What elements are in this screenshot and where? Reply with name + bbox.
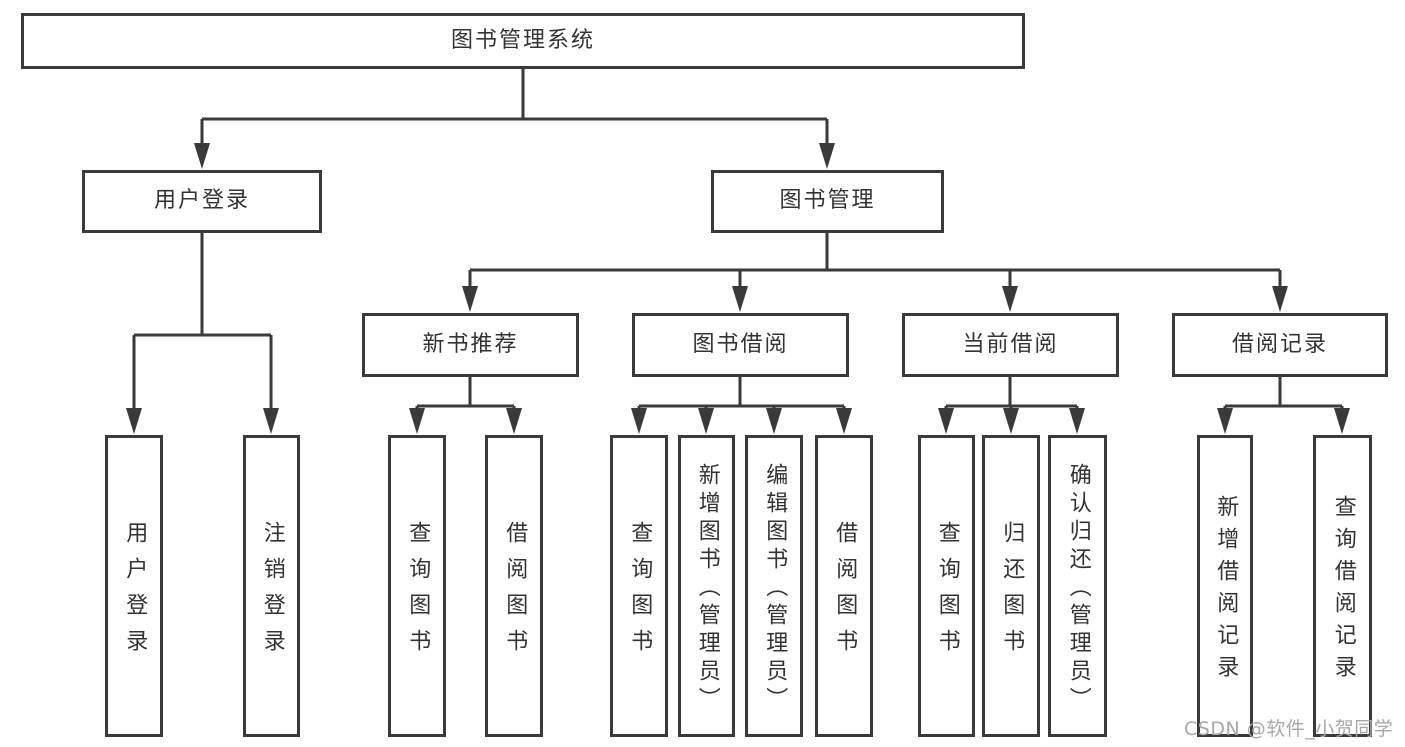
leaf-query-books-borrow-label: 查询图书 xyxy=(627,521,653,665)
arrowhead xyxy=(506,408,522,434)
leaf-query-books-current-label: 查询图书 xyxy=(934,521,960,665)
arrowhead xyxy=(631,408,647,434)
arrowhead xyxy=(1003,408,1019,434)
node-root: 图书管理系统 xyxy=(21,13,1025,69)
node-new-book-recommend: 新书推荐 xyxy=(362,313,579,377)
node-book-borrow-label: 图书借阅 xyxy=(692,331,789,357)
leaf-query-books-recommend: 查询图书 xyxy=(388,435,446,737)
node-user-login-label: 用户登录 xyxy=(153,188,250,214)
leaf-confirm-return-admin: 确认归还（管理员） xyxy=(1048,435,1107,737)
leaf-user-login-label: 用户登录 xyxy=(122,521,148,665)
node-book-management: 图书管理 xyxy=(711,170,944,233)
connector-book-management-children xyxy=(462,233,1288,312)
node-current-borrow-label: 当前借阅 xyxy=(962,331,1059,357)
node-borrow-records-label: 借阅记录 xyxy=(1231,331,1328,357)
node-new-book-recommend-label: 新书推荐 xyxy=(422,331,519,357)
connector-borrow-records-children xyxy=(1217,377,1350,434)
leaf-logout: 注销登录 xyxy=(243,435,300,737)
node-current-borrow: 当前借阅 xyxy=(902,313,1119,377)
connector-new-book-children xyxy=(409,377,522,434)
node-root-label: 图书管理系统 xyxy=(450,27,595,53)
leaf-return-book-label: 归还图书 xyxy=(999,521,1025,665)
arrowhead xyxy=(1002,286,1018,312)
leaf-logout-label: 注销登录 xyxy=(259,521,285,665)
arrowhead xyxy=(1334,408,1350,434)
arrowhead xyxy=(409,408,425,434)
leaf-query-borrow-record: 查询借阅记录 xyxy=(1313,435,1372,737)
leaf-return-book: 归还图书 xyxy=(982,435,1040,737)
node-book-borrow: 图书借阅 xyxy=(632,313,849,377)
arrowhead xyxy=(1272,286,1288,312)
connector-root-to-level2 xyxy=(194,69,835,169)
leaf-borrow-books-recommend-label: 借阅图书 xyxy=(502,521,528,665)
node-borrow-records: 借阅记录 xyxy=(1172,313,1388,377)
arrowhead xyxy=(462,286,478,312)
leaf-query-borrow-record-label: 查询借阅记录 xyxy=(1330,495,1356,687)
connector-current-borrow-children xyxy=(938,377,1085,434)
leaf-add-borrow-record-label: 新增借阅记录 xyxy=(1213,495,1239,687)
connector-user-login-children xyxy=(126,233,279,434)
arrowhead xyxy=(1217,408,1233,434)
arrowhead xyxy=(698,408,714,434)
leaf-add-borrow-record: 新增借阅记录 xyxy=(1197,435,1253,737)
leaf-borrow-books-label: 借阅图书 xyxy=(832,521,858,665)
connector-book-borrow-children xyxy=(631,377,852,434)
leaf-add-book-admin-label: 新增图书（管理员） xyxy=(694,463,720,715)
arrowhead xyxy=(126,408,142,434)
arrowhead xyxy=(819,143,835,169)
arrowhead xyxy=(263,408,279,434)
arrowhead xyxy=(836,408,852,434)
leaf-borrow-books: 借阅图书 xyxy=(815,435,873,737)
node-book-management-label: 图书管理 xyxy=(779,188,876,214)
leaf-edit-book-admin: 编辑图书（管理员） xyxy=(745,435,803,737)
leaf-confirm-return-admin-label: 确认归还（管理员） xyxy=(1065,463,1091,715)
arrowhead xyxy=(194,143,210,169)
leaf-edit-book-admin-label: 编辑图书（管理员） xyxy=(762,463,788,715)
csdn-watermark: CSDN @软件_小贺同学 xyxy=(1184,718,1394,740)
leaf-query-books-borrow: 查询图书 xyxy=(610,435,668,737)
leaf-query-books-current: 查询图书 xyxy=(918,435,975,737)
arrowhead xyxy=(938,408,954,434)
arrowhead xyxy=(1069,408,1085,434)
leaf-borrow-books-recommend: 借阅图书 xyxy=(485,435,543,737)
arrowhead xyxy=(766,408,782,434)
leaf-user-login: 用户登录 xyxy=(105,435,163,737)
leaf-add-book-admin: 新增图书（管理员） xyxy=(678,435,735,737)
arrowhead xyxy=(732,286,748,312)
node-user-login: 用户登录 xyxy=(82,170,322,233)
leaf-query-books-recommend-label: 查询图书 xyxy=(405,521,431,665)
